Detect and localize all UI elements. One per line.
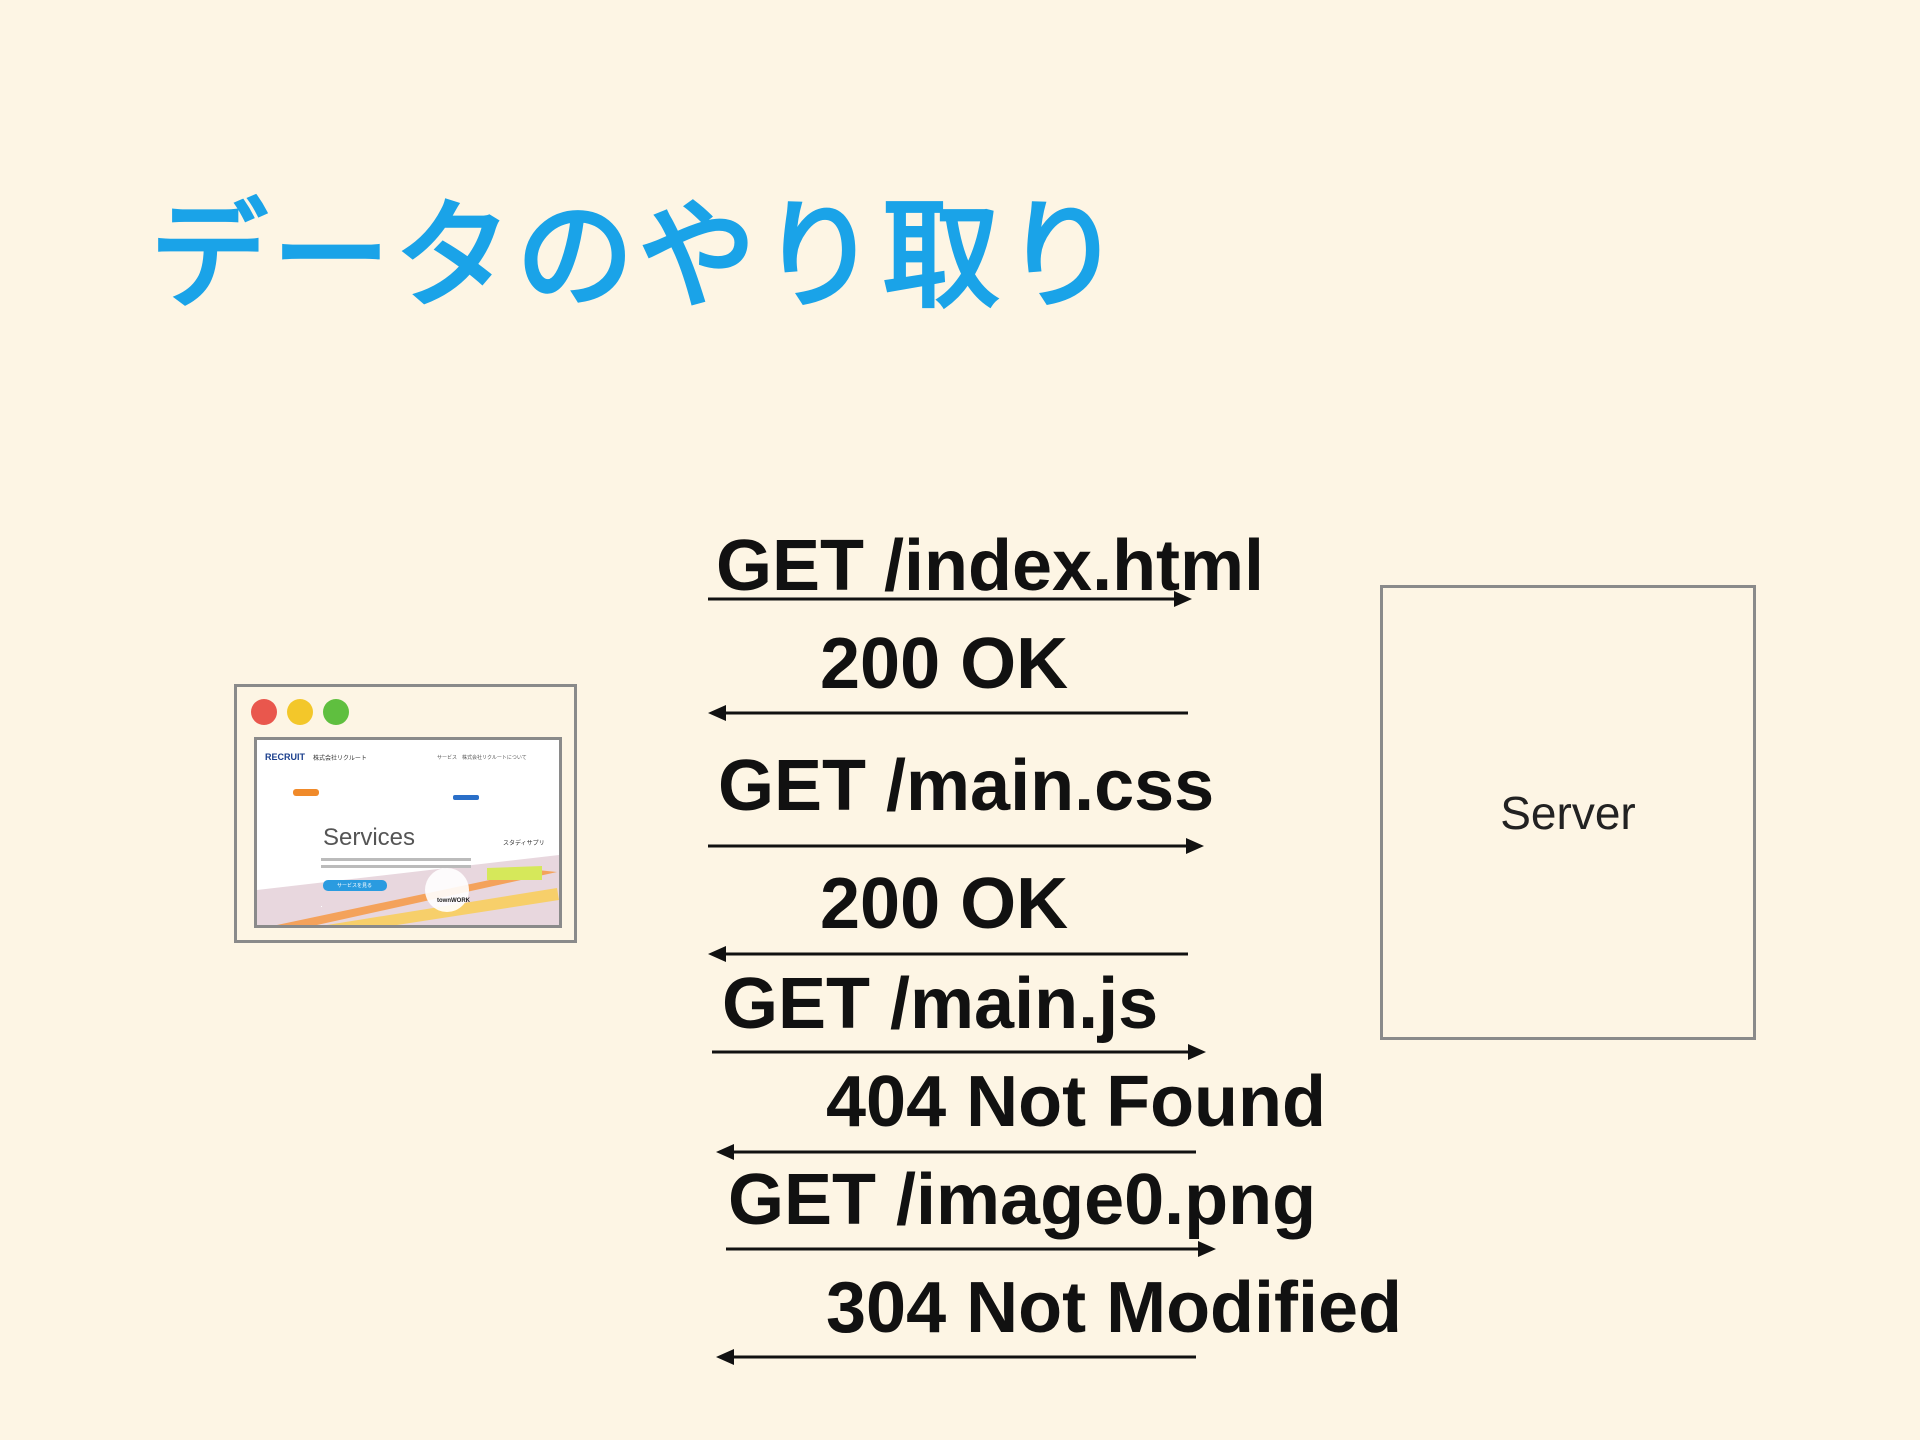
arrowhead-left-icon — [708, 705, 726, 721]
message-label: GET /main.js — [722, 964, 1159, 1044]
arrowhead-left-icon — [716, 1144, 734, 1160]
message-label: GET /main.css — [718, 746, 1215, 826]
arrowhead-left-icon — [708, 946, 726, 962]
message-label: 404 Not Found — [826, 1062, 1326, 1142]
close-dot-icon — [251, 699, 277, 725]
server-label: Server — [1500, 786, 1636, 839]
thumbnail-brand-sub: 株式会社リクルート — [313, 755, 367, 762]
message-label: GET /image0.png — [728, 1160, 1317, 1240]
browser-window: RECRUIT 株式会社リクルート サービス 株式会社リクルートについて Ser… — [234, 684, 577, 943]
arrowhead-left-icon — [716, 1349, 734, 1365]
arrowhead-right-icon — [1188, 1044, 1206, 1060]
website-thumbnail: RECRUIT 株式会社リクルート サービス 株式会社リクルートについて Ser… — [254, 737, 562, 928]
thumbnail-brand: RECRUIT — [265, 752, 305, 762]
arrowhead-right-icon — [1174, 591, 1192, 607]
slide-title: データのやり取り — [150, 187, 1127, 325]
thumbnail-heading: Services — [323, 824, 416, 851]
thumbnail-graphic — [257, 740, 559, 925]
message-label: GET /index.html — [716, 526, 1265, 606]
thumbnail-logo-right: スタディサプリ — [503, 840, 545, 847]
thumbnail-nav: サービス 株式会社リクルートについて — [437, 755, 527, 761]
message-label: 304 Not Modified — [826, 1268, 1403, 1348]
arrowhead-right-icon — [1198, 1241, 1216, 1257]
thumbnail-logo-bottom: townWORK — [437, 898, 470, 904]
maximize-dot-icon — [323, 699, 349, 725]
thumbnail-button: サービスを見る — [337, 883, 373, 889]
message-label: 200 OK — [820, 864, 1069, 944]
server-box: Server — [1380, 585, 1756, 1040]
message-label: 200 OK — [820, 624, 1069, 704]
arrowhead-right-icon — [1186, 838, 1204, 854]
minimize-dot-icon — [287, 699, 313, 725]
